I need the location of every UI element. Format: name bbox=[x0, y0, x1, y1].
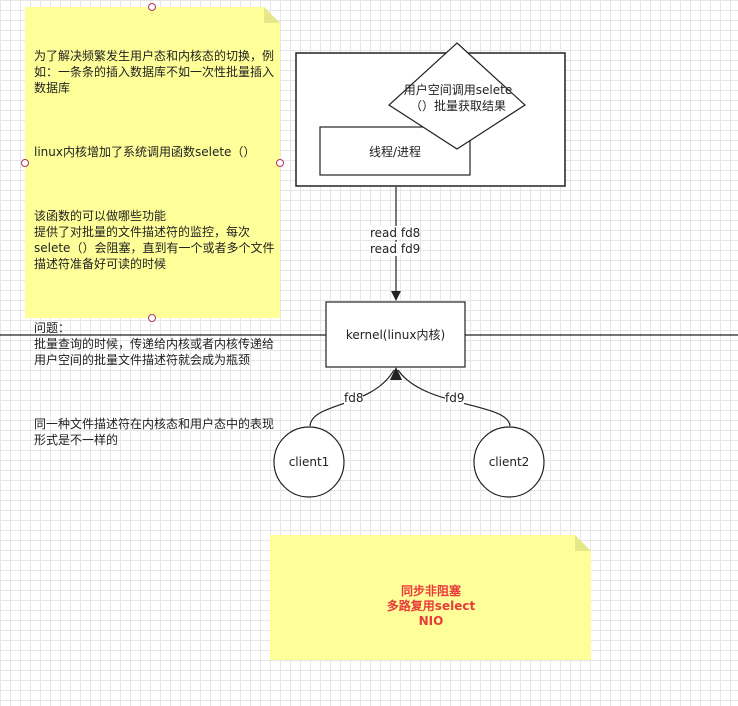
kernel-bottom-arrowhead bbox=[390, 367, 402, 380]
selection-handle-left[interactable] bbox=[21, 159, 29, 167]
note-summary-line: 多路复用select bbox=[386, 599, 476, 613]
note-paragraph: 该函数的可以做哪些功能 提供了对批量的文件描述符的监控，每次selete（）会阻… bbox=[34, 209, 275, 271]
kernel-box[interactable] bbox=[325, 301, 466, 368]
note-summary-line: NIO bbox=[418, 614, 444, 628]
kernel-label: kernel(linux内核) bbox=[345, 328, 446, 342]
note-summary-text: 同步非阻塞 多路复用select NIO bbox=[270, 584, 592, 629]
client1-circle[interactable] bbox=[273, 426, 345, 498]
note-paragraph: 为了解决频繁发生用户态和内核态的切换，例如：一条条的插入数据库不如一次性批量插入… bbox=[34, 49, 275, 95]
note-summary-line: 同步非阻塞 bbox=[400, 584, 461, 598]
note-explanation-fold bbox=[264, 7, 280, 23]
note-explanation-text: 为了解决频繁发生用户态和内核态的切换，例如：一条条的插入数据库不如一次性批量插入… bbox=[34, 16, 278, 480]
note-paragraph: linux内核增加了系统调用函数selete（） bbox=[34, 145, 256, 159]
thread-process-label: 线程/进程 bbox=[368, 145, 422, 159]
note-summary-fold bbox=[575, 535, 591, 551]
read-fd8-label: read fd8 bbox=[370, 226, 421, 240]
client2-label: client2 bbox=[488, 455, 530, 469]
client2-circle[interactable] bbox=[473, 426, 545, 498]
select-call-label: 用户空间调用selete（）批量获取结果 bbox=[403, 83, 513, 113]
selection-handle-top[interactable] bbox=[148, 3, 156, 11]
note-paragraph: 同一种文件描述符在内核态和用户态中的表现形式是不一样的 bbox=[34, 417, 275, 447]
selection-handle-right[interactable] bbox=[276, 159, 284, 167]
note-summary-shape[interactable] bbox=[270, 535, 591, 660]
note-paragraph: 问题： 批量查询的时候，传递给内核或者内核传递给用户空间的批量文件描述符就会成为… bbox=[34, 321, 275, 367]
select-call-diamond[interactable] bbox=[388, 42, 526, 150]
client1-label: client1 bbox=[288, 455, 330, 469]
read-fd9-label: read fd9 bbox=[370, 242, 421, 256]
fd9-label: fd9 bbox=[445, 391, 465, 405]
fd8-label: fd8 bbox=[344, 391, 364, 405]
selection-handle-bottom[interactable] bbox=[148, 314, 156, 322]
note-explanation-shape[interactable] bbox=[25, 7, 280, 318]
